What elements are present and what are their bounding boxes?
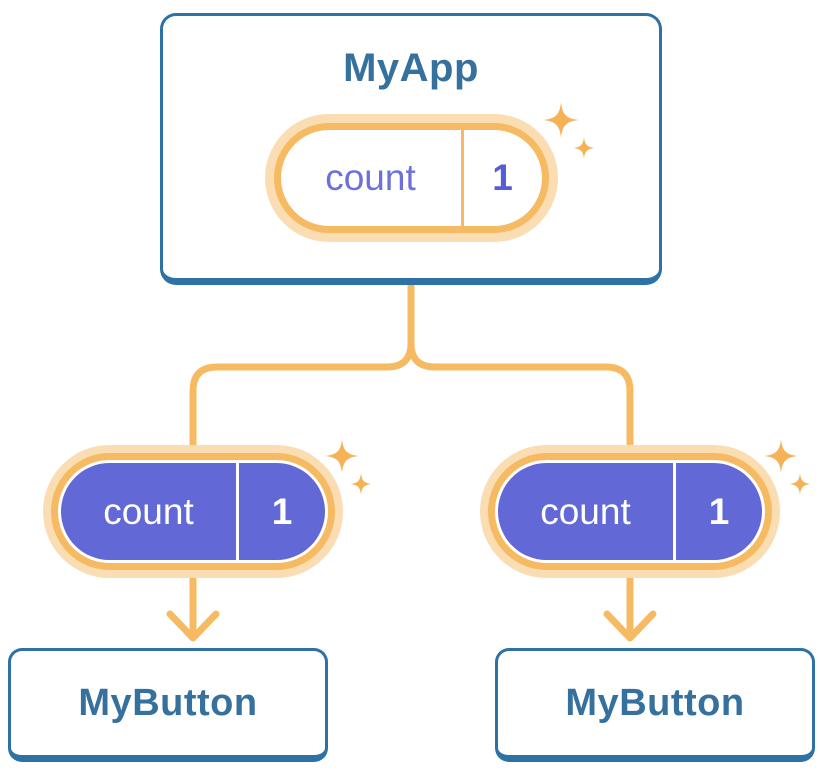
myapp-card: MyApp count 1 <box>160 13 662 285</box>
state-value: 1 <box>708 490 730 532</box>
state-value: 1 <box>271 490 293 532</box>
right-mybutton-title: MyButton <box>565 681 745 724</box>
state-value: 1 <box>492 157 513 198</box>
state-name: count <box>540 490 631 532</box>
state-name: count <box>103 490 194 532</box>
state-name: count <box>325 157 416 198</box>
right-count-pill-frame: count 1 <box>488 453 772 570</box>
myapp-title: MyApp <box>343 46 479 90</box>
right-count-pill-core: count 1 <box>498 463 762 560</box>
right-count-pill: count 1 <box>480 445 780 578</box>
pill-divider <box>460 130 464 226</box>
pill-divider <box>673 463 676 560</box>
left-mybutton-card: MyButton <box>8 648 328 762</box>
left-count-pill: count 1 <box>43 445 343 578</box>
root-state-pill: count 1 <box>264 114 558 242</box>
left-count-pill-core: count 1 <box>61 463 325 560</box>
left-count-pill-frame: count 1 <box>51 453 335 570</box>
root-state-pill-frame: count 1 <box>273 123 549 233</box>
left-mybutton-title: MyButton <box>78 681 258 724</box>
right-mybutton-card: MyButton <box>495 648 815 762</box>
